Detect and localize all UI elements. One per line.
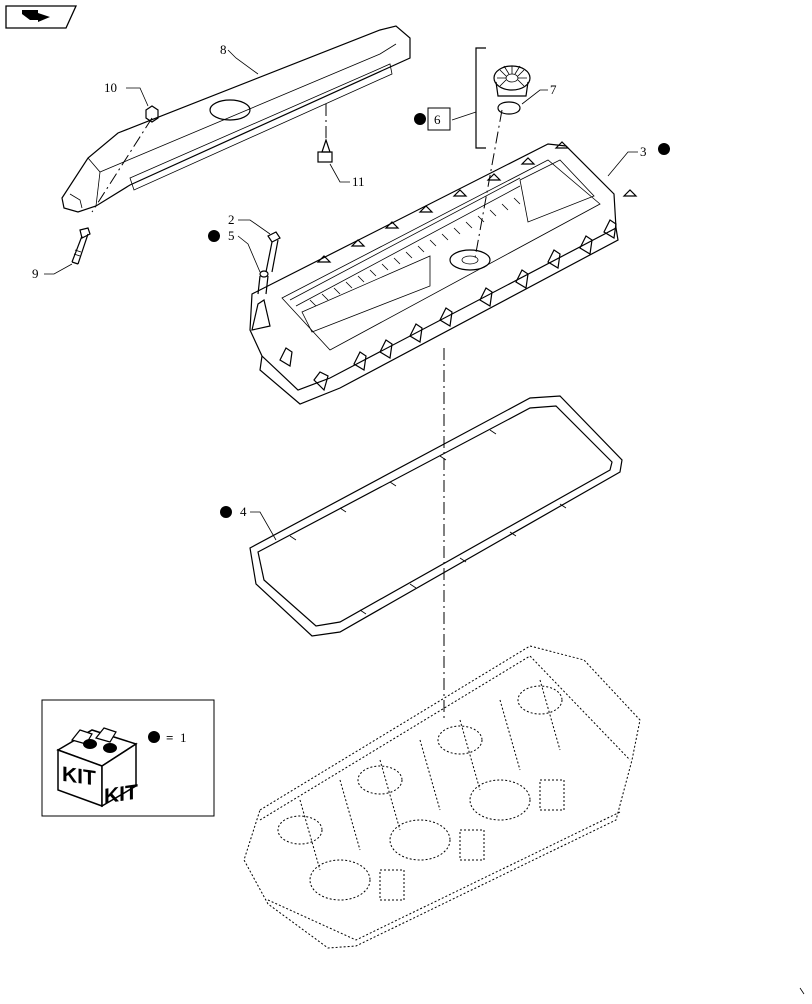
callout-4: 4 <box>240 504 247 519</box>
callout-6-box <box>427 107 451 131</box>
centerline-10-9 <box>91 117 153 213</box>
centerline-7 <box>474 109 503 259</box>
nav-back-icon[interactable] <box>5 5 78 29</box>
leader-9 <box>44 263 73 275</box>
group-6-leader <box>451 111 477 121</box>
engine-block-reference <box>243 645 641 949</box>
kit-box-icon: KIT KIT <box>56 727 138 809</box>
legend-dot-marker <box>148 731 160 743</box>
marker-3 <box>658 143 670 155</box>
part-9-bolt <box>71 227 91 265</box>
callout-5: 5 <box>228 228 235 243</box>
marker-5 <box>208 230 220 242</box>
callout-6: 6 <box>434 112 441 127</box>
callout-11: 11 <box>352 174 365 189</box>
part-11-bolt <box>317 138 333 163</box>
part-5-grommet <box>257 270 269 295</box>
group-6-bracket <box>475 47 486 149</box>
leader-7 <box>521 89 548 105</box>
part-8-top-cover <box>61 25 411 213</box>
leader-2 <box>238 219 271 235</box>
leader-5 <box>237 235 261 273</box>
marker-6 <box>414 113 426 125</box>
corner-mark <box>799 987 805 995</box>
kit-label-left: KIT <box>62 763 96 791</box>
callout-3: 3 <box>640 144 647 159</box>
part-10-nut <box>145 105 159 123</box>
part-7-breather-cap <box>493 65 531 115</box>
kit-legend-box: KIT KIT = 1 <box>41 699 215 817</box>
part-3-valve-cover <box>249 141 638 405</box>
leader-4 <box>250 511 277 541</box>
part-2-bolt <box>265 231 281 273</box>
leader-10 <box>126 87 149 107</box>
leader-11 <box>329 163 350 183</box>
part-4-gasket <box>249 395 623 637</box>
callout-10: 10 <box>104 80 117 95</box>
leader-3 <box>607 151 638 177</box>
callout-9: 9 <box>32 266 39 281</box>
marker-4 <box>220 506 232 518</box>
callout-2: 2 <box>228 212 235 227</box>
callout-8: 8 <box>220 42 227 57</box>
leader-8 <box>227 49 259 75</box>
callout-1: 1 <box>180 730 187 745</box>
legend-equals: = <box>166 730 173 745</box>
kit-label-right: KIT <box>104 781 138 809</box>
callout-7: 7 <box>550 82 557 97</box>
